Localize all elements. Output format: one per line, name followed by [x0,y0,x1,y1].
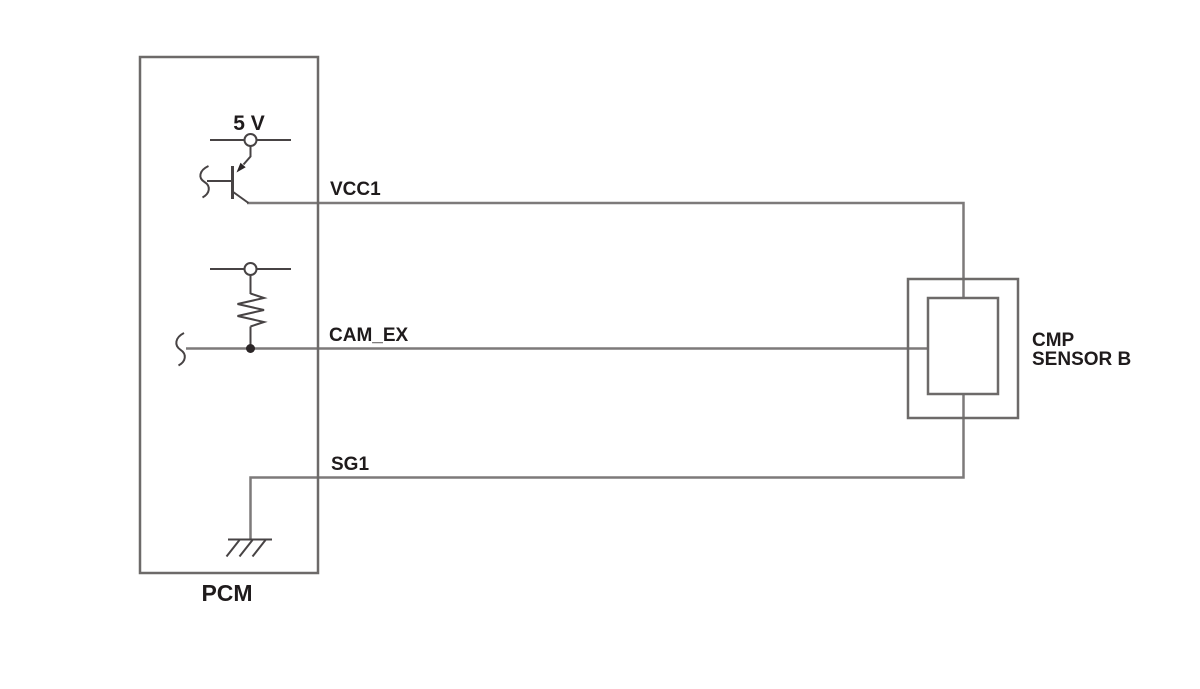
ground-hatch-3 [251,539,267,558]
sensor-inner-box [926,296,1000,396]
pcm-box [138,55,320,575]
ground-hatch-1 [225,539,241,558]
chassis-ground-icon [225,538,272,558]
transistor-collector-line [231,190,250,204]
transistor-emitter-arrowhead [236,162,246,173]
pullup-terminal-circle-icon [243,262,258,276]
supply-5v-label: 5 V [233,112,265,135]
pcm-label: PCM [201,580,252,606]
wire-break-icon [175,332,186,367]
sensor-label-line2: SENSOR B [1032,349,1131,370]
supply-terminal-circle-icon [243,133,258,147]
wire-sg1 [249,394,965,540]
wire-break-icon [199,165,210,199]
sensor-label-line1: CMP [1032,330,1075,351]
pnp-transistor-icon [199,146,252,204]
transistor-emitter-line [242,146,252,166]
wire-sg1-label: SG1 [331,454,369,475]
wire-vcc1 [247,201,965,298]
wire-cam-ex-label: CAM_EX [329,325,409,346]
wire-vcc1-label: VCC1 [330,179,381,200]
ground-hatch-2 [238,539,254,558]
resistor-zigzag [237,292,268,328]
pullup-terminal [210,262,291,276]
junction-dot [246,344,255,353]
pullup-resistor-icon [237,275,268,346]
supply-terminal [210,133,291,147]
sensor-outer-box [906,277,1020,420]
